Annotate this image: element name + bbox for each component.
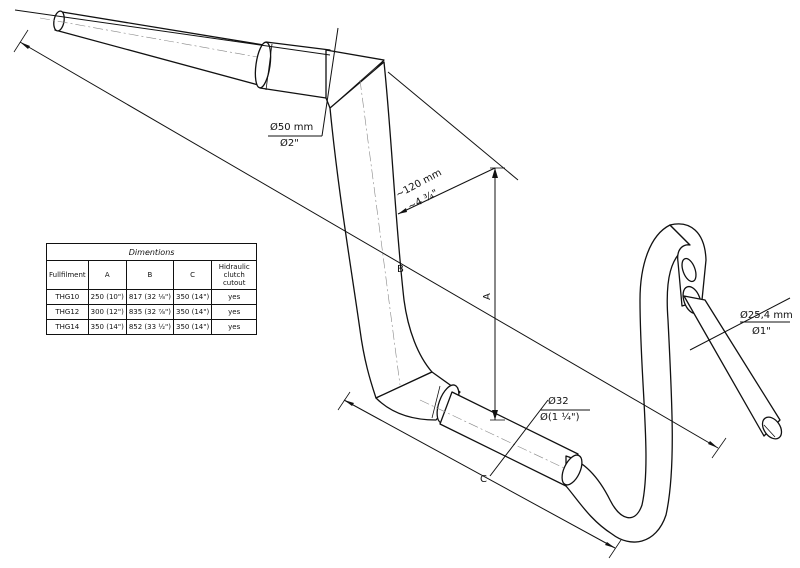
- table-row: THG10 250 (10") 817 (32 ⅛") 350 (14") ye…: [46, 289, 258, 305]
- right-upper-elbow: [669, 223, 707, 315]
- col-header-b: B: [125, 260, 175, 290]
- table-cell: THG14: [46, 319, 89, 335]
- col-header-clutch: Hidraulic clutch cutout: [211, 260, 258, 290]
- table-cell: 852 (33 ½"): [125, 319, 175, 335]
- left-grip-tube: [39, 10, 331, 87]
- table-cell: 350 (14"): [173, 319, 213, 335]
- d32-label: Ø32: [548, 395, 569, 407]
- table-row: THG14 350 (14") 852 (33 ½") 350 (14") ye…: [46, 319, 258, 335]
- col-header-a: A: [87, 260, 127, 290]
- d32-leader: [489, 399, 590, 477]
- d25-mm-label: Ø25,4 mm: [740, 309, 793, 321]
- dimension-b-line: [13, 9, 727, 459]
- dim-a-label: A: [482, 293, 493, 300]
- col-header-fullfilment: Fullfilment: [46, 260, 89, 290]
- table-cell: 817 (32 ⅛"): [125, 289, 175, 305]
- table-cell: THG12: [46, 304, 89, 320]
- d50-in-label: Ø2": [280, 137, 299, 149]
- table-cell: THG10: [46, 289, 89, 305]
- table-cell: yes: [211, 319, 258, 335]
- dim-c-label: C: [480, 474, 487, 485]
- table-cell: 350 (14"): [173, 304, 213, 320]
- left-riser-tube: [329, 61, 433, 399]
- table-title: Dimentions: [45, 243, 258, 261]
- table-cell: 250 (10"): [87, 289, 127, 305]
- table-cell: yes: [211, 304, 258, 320]
- d50-leader: [268, 27, 339, 137]
- d25-leader: [689, 297, 791, 351]
- right-riser-tube: [561, 224, 691, 543]
- table-cell: 835 (32 ⅞"): [125, 304, 175, 320]
- dimension-a-line: [490, 167, 505, 421]
- table-cell: yes: [211, 289, 258, 305]
- dimension-rise-line: [387, 71, 519, 215]
- d32-in-label: Ø(1 ¼"): [540, 411, 580, 423]
- dimensions-table: Dimentions Fullfilment A B C Hidraulic c…: [45, 243, 258, 335]
- d50-mm-label: Ø50 mm: [270, 121, 313, 133]
- table-cell: 300 (12"): [87, 304, 127, 320]
- dim-b-label: B: [397, 264, 404, 275]
- left-clamp-sleeve: [254, 41, 331, 99]
- table-row: THG12 300 (12") 835 (32 ⅞") 350 (14") ye…: [46, 304, 258, 320]
- right-grip-tube: [683, 295, 783, 440]
- table-cell: 350 (14"): [87, 319, 127, 335]
- dimension-c-line: [337, 391, 622, 559]
- d25-in-label: Ø1": [752, 325, 771, 337]
- table-cell: 350 (14"): [173, 289, 213, 305]
- col-header-c: C: [173, 260, 213, 290]
